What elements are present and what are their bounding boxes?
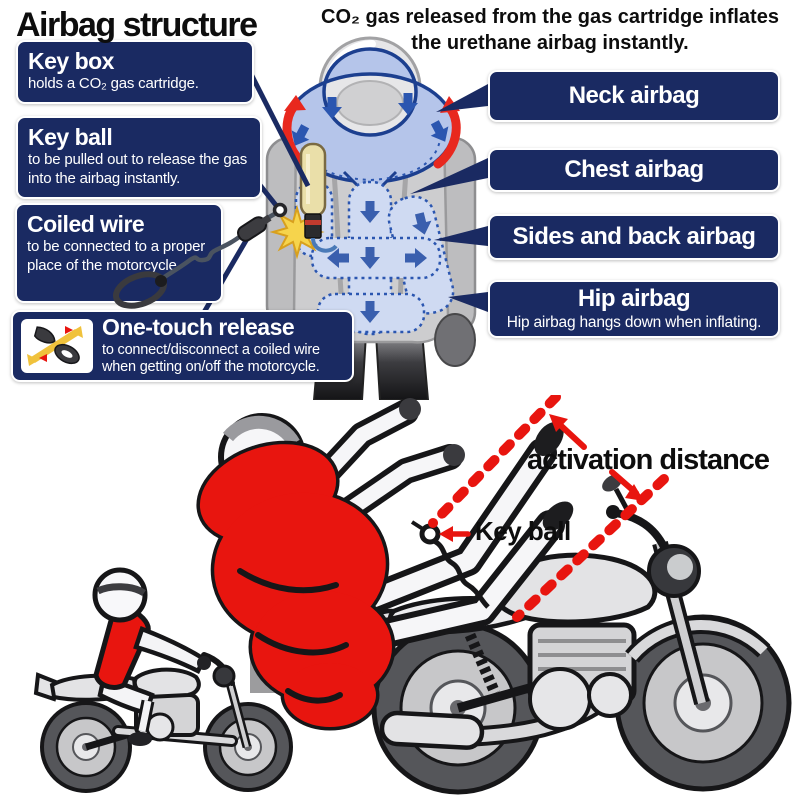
callout-body: Hip airbag hangs down when inflating.: [506, 313, 762, 331]
airbag-figure-illustration: [200, 36, 488, 400]
callout-heading: Sides and back airbag: [512, 223, 756, 250]
ejected-rider: [196, 398, 574, 731]
callout-hip-airbag: Hip airbag Hip airbag hangs down when in…: [488, 280, 780, 338]
page-title: Airbag structure: [16, 6, 258, 44]
large-motorcycle: [365, 474, 792, 795]
callout-heading: Neck airbag: [568, 82, 700, 109]
activation-distance-lines: [428, 395, 669, 622]
callout-body: to be connected to a proper place of the…: [27, 238, 206, 275]
small-rider: [92, 567, 211, 746]
small-motorcycle: [33, 652, 293, 793]
callout-heading: Key box: [28, 48, 114, 74]
callout-neck-airbag: Neck airbag: [488, 70, 780, 122]
key-ball-label: Key ball: [475, 516, 571, 546]
intro-text: CO₂ gas released from the gas cartridge …: [300, 4, 800, 56]
callout-body: to connect/disconnect a coiled wire when…: [102, 341, 320, 376]
callout-key-box: Key box holds a CO₂ gas cartridge.: [16, 40, 254, 105]
callout-key-ball: Key ball to be pulled out to release the…: [16, 116, 262, 200]
activation-arrowheads: [439, 414, 644, 542]
pulled-coiled-wire: [432, 538, 490, 609]
callout-body: to be pulled out to release the gas into…: [28, 151, 247, 188]
activation-distance-label: activation distance: [526, 444, 770, 476]
activation-scene-illustration: [33, 395, 792, 795]
callout-heading: One-touch release: [102, 314, 295, 341]
callout-heading: Hip airbag: [577, 284, 691, 312]
co2-cartridge: [269, 142, 338, 260]
callout-sides-back-airbag: Sides and back airbag: [488, 214, 780, 260]
callout-heading: Chest airbag: [564, 156, 704, 183]
intro-line-2: the urethane airbag instantly.: [411, 32, 689, 54]
key-box: [304, 213, 322, 239]
callout-chest-airbag: Chest airbag: [488, 148, 780, 192]
intro-line-1: CO₂ gas released from the gas cartridge …: [321, 6, 779, 28]
callout-one-touch-release: One-touch release to connect/disconnect …: [11, 310, 354, 382]
callout-heading: Key ball: [28, 124, 113, 150]
one-touch-release-icon: [21, 319, 93, 373]
callout-coiled-wire: Coiled wire to be connected to a proper …: [15, 203, 223, 303]
callout-heading: Coiled wire: [27, 211, 145, 237]
callout-body: holds a CO₂ gas cartridge.: [28, 75, 199, 93]
